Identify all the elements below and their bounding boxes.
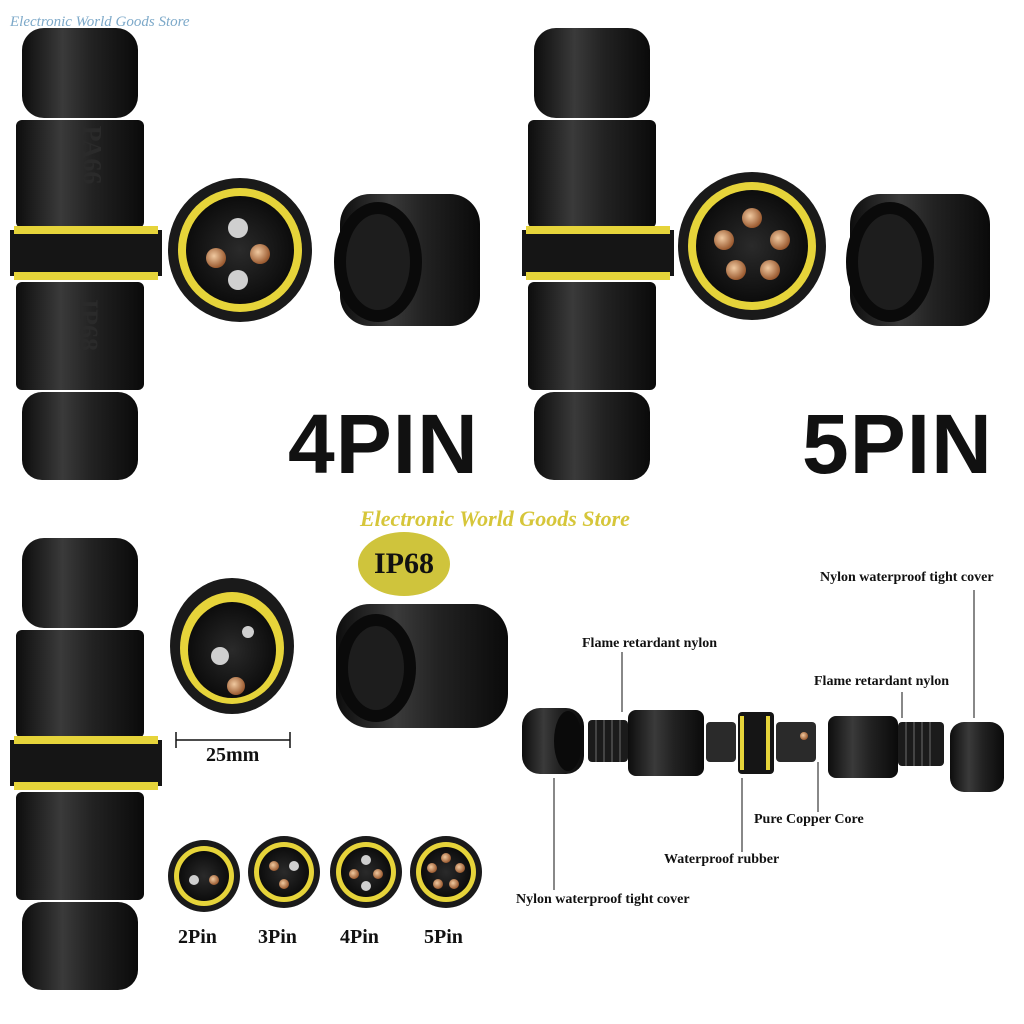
pin-face-5pin (678, 172, 826, 320)
variant-face-3pin (248, 836, 320, 908)
variant-label-3pin: 3Pin (258, 926, 297, 948)
callout-nylon-cover-bottom: Nylon waterproof tight cover (516, 892, 690, 907)
callout-flame-nylon-left: Flame retardant nylon (582, 636, 718, 651)
label-4pin: 4PIN (288, 397, 479, 491)
end-cap-5pin (846, 194, 990, 326)
variant-face-5pin (410, 836, 482, 908)
ip68-badge: IP68 (358, 532, 450, 596)
variant-label-4pin: 4Pin (340, 926, 379, 948)
variant-face-2pin (168, 840, 240, 912)
connector-body-4pin (10, 28, 162, 480)
variant-face-4pin (330, 836, 402, 908)
pin-face-3pin (170, 578, 294, 714)
callout-waterproof-rubber: Waterproof rubber (664, 852, 780, 867)
label-5pin: 5PIN (802, 397, 993, 491)
dimension-line (175, 732, 291, 748)
variant-label-5pin: 5Pin (424, 926, 463, 948)
variant-label-2pin: 2Pin (178, 926, 217, 948)
store-watermark-center: Electronic World Goods Store (360, 506, 630, 531)
connector-body-5pin (522, 28, 674, 480)
dimension-label: 25mm (206, 744, 260, 766)
store-watermark: Electronic World Goods Store (10, 14, 190, 30)
callout-flame-nylon-right: Flame retardant nylon (814, 674, 950, 689)
pin-face-4pin (168, 178, 312, 322)
exploded-view (522, 708, 1004, 792)
embossed-ip68-4pin: IP68 (74, 299, 103, 351)
callout-copper-core: Pure Copper Core (754, 812, 864, 827)
embossed-pa66-4pin: PA66 (77, 125, 107, 185)
callout-lines (553, 590, 975, 890)
connector-body-3pin (10, 538, 162, 990)
end-cap-4pin (334, 194, 480, 326)
end-cap-3pin (336, 604, 508, 728)
callout-nylon-cover-top: Nylon waterproof tight cover (820, 570, 994, 585)
